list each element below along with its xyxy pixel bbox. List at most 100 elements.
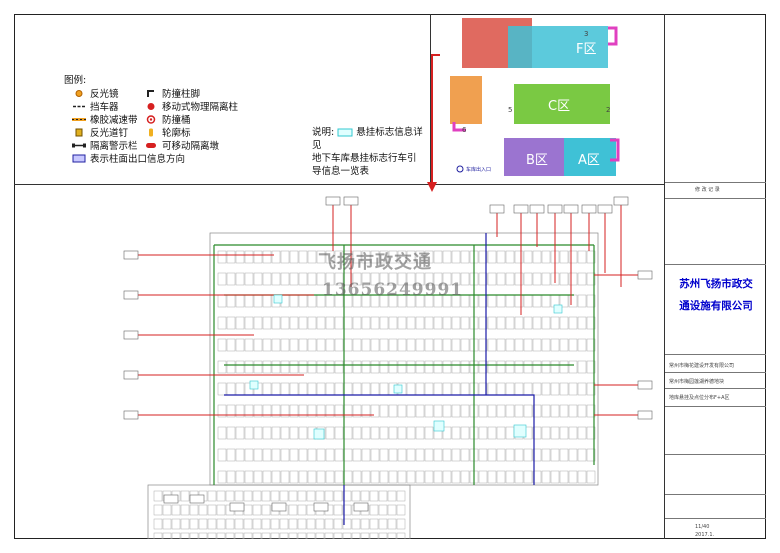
parking-stall bbox=[505, 250, 515, 264]
parking-stall bbox=[370, 360, 380, 374]
parking-stall bbox=[216, 518, 226, 530]
parking-stall bbox=[577, 404, 587, 418]
parking-stall bbox=[325, 382, 335, 396]
parking-stall bbox=[198, 518, 208, 530]
watermark-name: 飞扬市政交通 bbox=[318, 252, 432, 273]
parking-stall bbox=[360, 532, 370, 539]
parking-stall bbox=[262, 338, 272, 352]
parking-stall bbox=[487, 382, 497, 396]
parking-stall bbox=[378, 504, 388, 516]
parking-stall bbox=[379, 404, 389, 418]
parking-stall bbox=[361, 448, 371, 462]
parking-stall bbox=[415, 426, 425, 440]
parking-stall bbox=[424, 338, 434, 352]
parking-stall bbox=[577, 360, 587, 374]
parking-stall bbox=[586, 404, 596, 418]
parking-stall bbox=[307, 316, 317, 330]
parking-stall bbox=[225, 532, 235, 539]
parking-stall bbox=[415, 404, 425, 418]
parking-stall bbox=[586, 272, 596, 286]
parking-stall bbox=[478, 426, 488, 440]
parking-stall bbox=[460, 448, 470, 462]
parking-stall bbox=[523, 250, 533, 264]
parking-stall bbox=[505, 404, 515, 418]
parking-stall bbox=[559, 426, 569, 440]
parking-stall bbox=[478, 470, 488, 484]
parking-stall bbox=[280, 470, 290, 484]
parking-stall bbox=[559, 360, 569, 374]
parking-stall bbox=[433, 338, 443, 352]
parking-stall bbox=[189, 532, 199, 539]
parking-stall bbox=[433, 316, 443, 330]
parking-stall bbox=[243, 490, 253, 502]
parking-stall bbox=[261, 532, 271, 539]
parking-stall bbox=[298, 272, 308, 286]
parking-stall bbox=[487, 272, 497, 286]
parking-stall bbox=[325, 470, 335, 484]
parking-stall bbox=[487, 470, 497, 484]
parking-stall bbox=[559, 470, 569, 484]
parking-stall bbox=[289, 426, 299, 440]
parking-stall bbox=[262, 360, 272, 374]
parking-stall bbox=[370, 470, 380, 484]
parking-stall bbox=[424, 404, 434, 418]
parking-stall bbox=[334, 316, 344, 330]
parking-stall bbox=[387, 490, 397, 502]
sign-tag bbox=[123, 290, 139, 300]
parking-stall bbox=[541, 338, 551, 352]
parking-stall bbox=[568, 272, 578, 286]
parking-stall bbox=[324, 518, 334, 530]
sign-tag bbox=[123, 250, 139, 260]
parking-stall bbox=[378, 532, 388, 539]
parking-stall bbox=[379, 448, 389, 462]
parking-stall bbox=[306, 532, 316, 539]
parking-stall bbox=[298, 448, 308, 462]
parking-stall bbox=[361, 426, 371, 440]
parking-stall bbox=[388, 360, 398, 374]
parking-stall bbox=[514, 382, 524, 396]
revision-header: 修 改 记 录 bbox=[695, 187, 720, 193]
parking-stall bbox=[433, 404, 443, 418]
parking-stall bbox=[388, 338, 398, 352]
parking-stall bbox=[487, 250, 497, 264]
parking-stall bbox=[307, 404, 317, 418]
parking-stall bbox=[226, 426, 236, 440]
parking-stall bbox=[279, 518, 289, 530]
plan-lower-wing bbox=[147, 484, 411, 539]
parking-stall bbox=[523, 448, 533, 462]
parking-stall bbox=[297, 504, 307, 516]
parking-stall bbox=[406, 426, 416, 440]
parking-stall bbox=[379, 360, 389, 374]
parking-stall bbox=[451, 338, 461, 352]
parking-stall bbox=[442, 404, 452, 418]
column-signs bbox=[249, 294, 563, 440]
parking-stall bbox=[424, 448, 434, 462]
parking-stall bbox=[342, 490, 352, 502]
parking-stall bbox=[541, 360, 551, 374]
parking-stall bbox=[234, 518, 244, 530]
parking-stall bbox=[496, 426, 506, 440]
parking-stall bbox=[226, 404, 236, 418]
legend-item: 挡车器 bbox=[72, 99, 119, 113]
parking-stall bbox=[171, 532, 181, 539]
parking-stall bbox=[460, 382, 470, 396]
zone-west-block bbox=[450, 76, 482, 124]
parking-stall bbox=[388, 316, 398, 330]
parking-stall bbox=[316, 470, 326, 484]
parking-stall bbox=[387, 532, 397, 539]
parking-stall bbox=[442, 316, 452, 330]
sign-tag bbox=[353, 502, 369, 512]
parking-stall bbox=[406, 448, 416, 462]
parking-stall bbox=[280, 404, 290, 418]
parking-stall bbox=[325, 338, 335, 352]
parking-stall bbox=[297, 490, 307, 502]
parking-stall bbox=[541, 404, 551, 418]
parking-stall bbox=[226, 272, 236, 286]
parking-stall bbox=[559, 382, 569, 396]
parking-stall bbox=[288, 490, 298, 502]
parking-stall bbox=[351, 490, 361, 502]
company-line2: 通设施有限公司 bbox=[679, 300, 753, 312]
parking-stall bbox=[496, 338, 506, 352]
parking-stall bbox=[234, 490, 244, 502]
sign-tag bbox=[229, 502, 245, 512]
